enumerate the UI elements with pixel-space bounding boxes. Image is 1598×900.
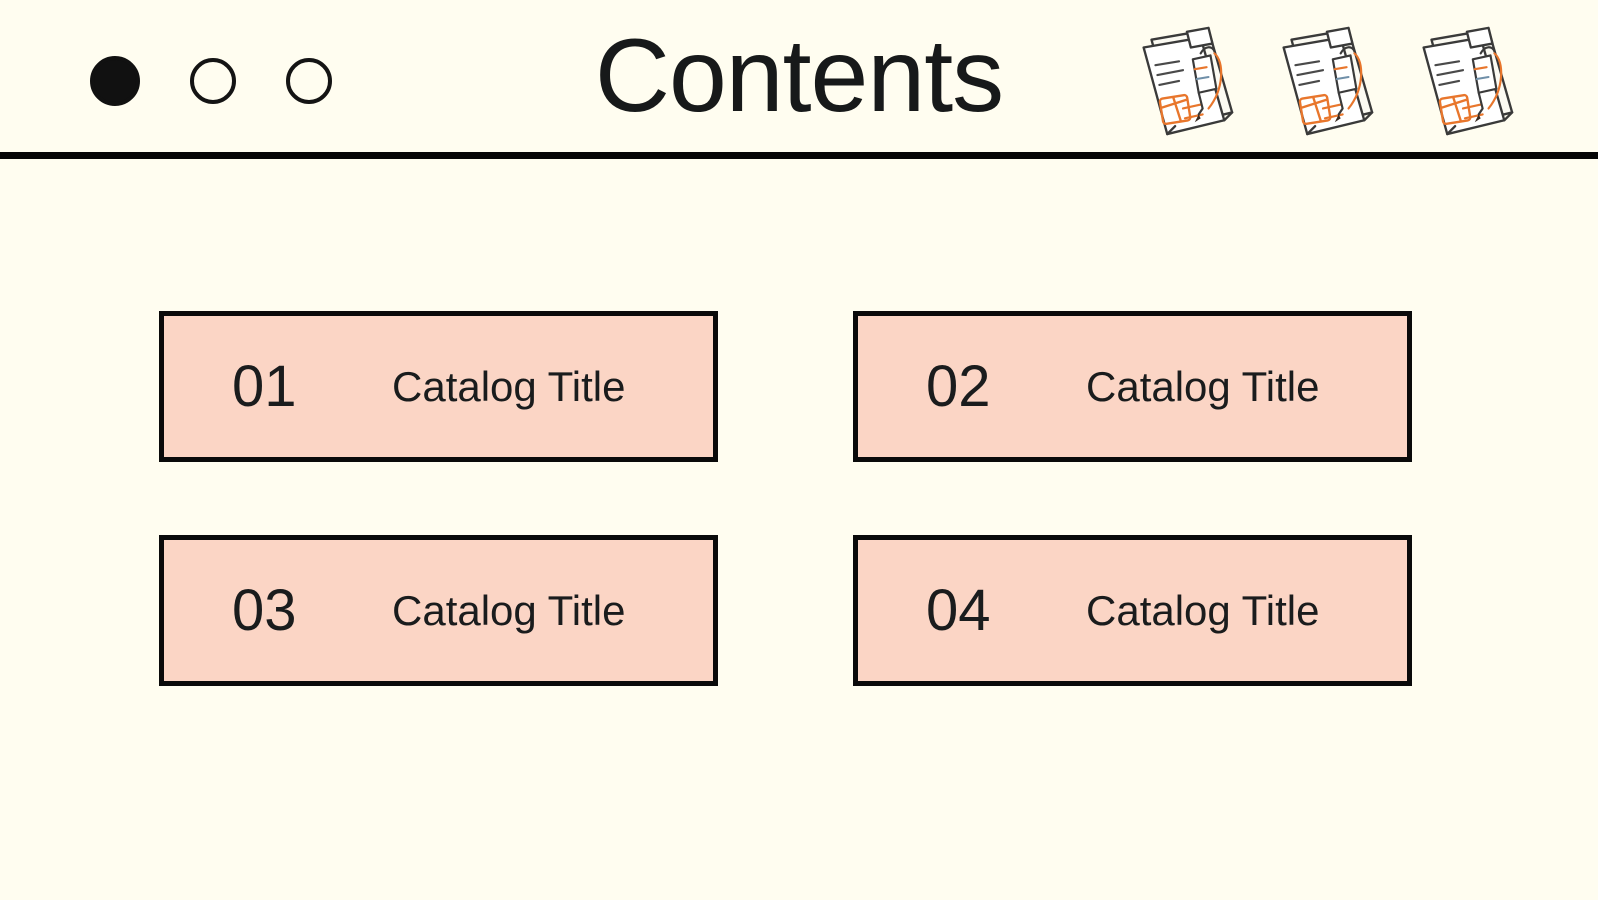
catalog-item-number: 02: [926, 353, 991, 419]
catalog-item-01[interactable]: 01 Catalog Title: [159, 311, 718, 462]
medical-clipboard-icon-1: [1142, 26, 1234, 136]
medical-clipboard-icon-2: [1282, 26, 1374, 136]
pagination-dot-2[interactable]: [190, 58, 236, 104]
catalog-item-title: Catalog Title: [392, 362, 626, 410]
pagination-dot-active[interactable]: [90, 56, 140, 106]
medical-clipboard-icon-3: [1422, 26, 1514, 136]
catalog-item-02[interactable]: 02 Catalog Title: [853, 311, 1412, 462]
pagination-dots: [90, 56, 332, 106]
catalog-item-number: 01: [232, 353, 297, 419]
catalog-item-04[interactable]: 04 Catalog Title: [853, 535, 1412, 686]
pagination-dot-3[interactable]: [286, 58, 332, 104]
catalog-item-title: Catalog Title: [1086, 362, 1320, 410]
contents-grid: 01 Catalog Title 02 Catalog Title 03 Cat…: [159, 311, 1412, 686]
page-title: Contents: [594, 18, 1004, 134]
slide-header: Contents: [0, 0, 1598, 159]
header-icon-group: [1122, 18, 1520, 138]
catalog-item-title: Catalog Title: [392, 586, 626, 634]
catalog-item-title: Catalog Title: [1086, 586, 1320, 634]
header-divider: [0, 152, 1598, 159]
catalog-item-number: 04: [926, 577, 991, 643]
catalog-item-number: 03: [232, 577, 297, 643]
catalog-item-03[interactable]: 03 Catalog Title: [159, 535, 718, 686]
